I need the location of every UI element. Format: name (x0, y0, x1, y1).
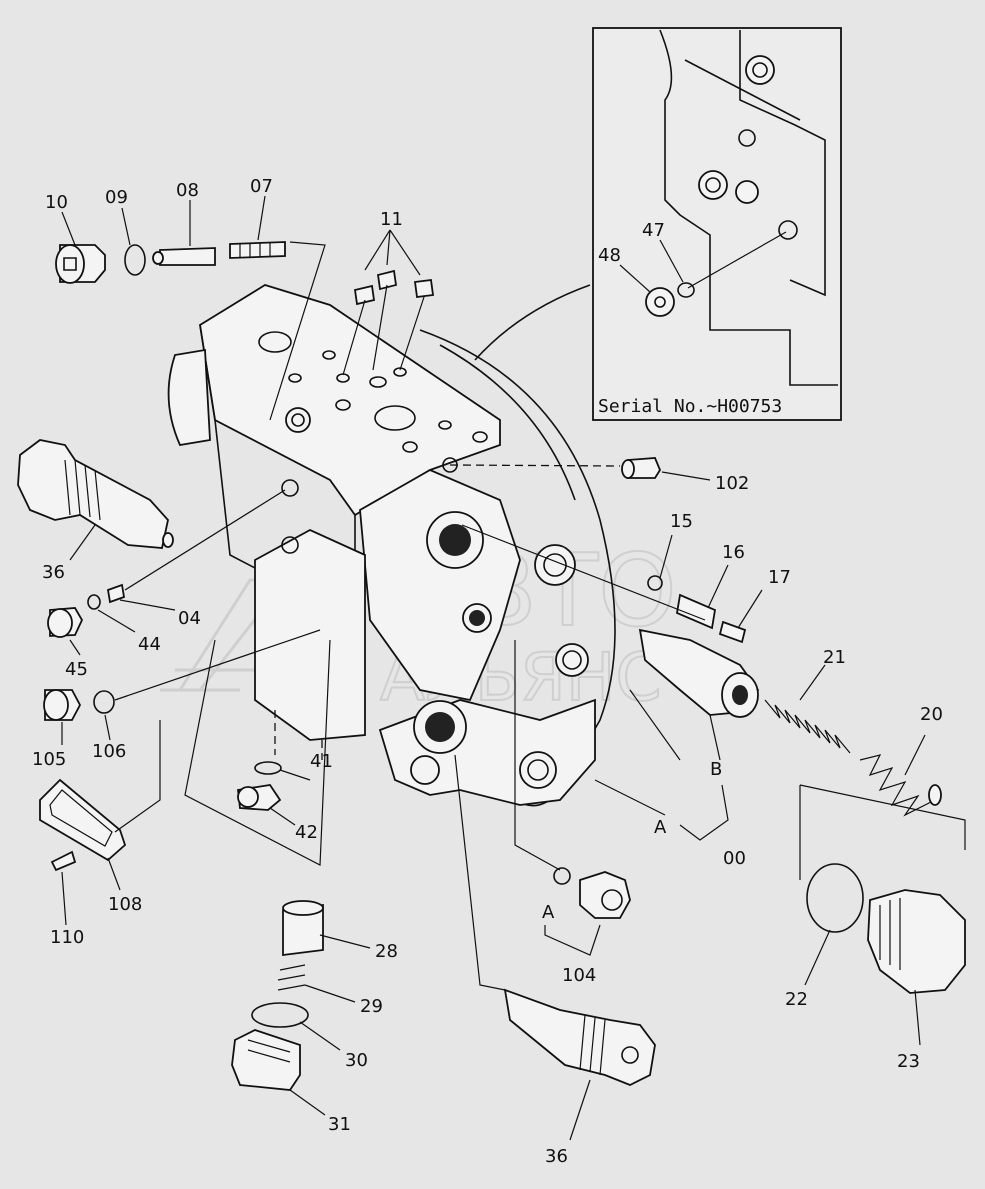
label-108: 108 (108, 894, 142, 915)
label-15: 15 (670, 511, 693, 532)
label-36-bottom: 36 (545, 1146, 568, 1167)
part-group-left (17, 439, 321, 745)
label-17: 17 (768, 567, 791, 588)
label-36-top: 36 (42, 562, 65, 583)
part-labels: 10 09 08 07 11 47 48 102 15 16 17 36 04 … (32, 176, 943, 1167)
part-group-21-20 (764, 664, 942, 817)
part-group-108-110 (39, 720, 161, 926)
part-102 (449, 457, 711, 481)
label-44: 44 (138, 634, 161, 655)
label-22: 22 (785, 989, 808, 1010)
label-11: 11 (380, 209, 403, 230)
label-28: 28 (375, 941, 398, 962)
serial-number: Serial No.~H00753 (598, 396, 782, 417)
label-B: B (710, 759, 722, 780)
label-21: 21 (823, 647, 846, 668)
part-group-22-23 (799, 784, 966, 1046)
valve-body (167, 284, 616, 807)
part-group-104 (514, 640, 631, 956)
part-group-28-31 (184, 639, 371, 1116)
part-group-11 (342, 229, 435, 376)
label-47: 47 (642, 220, 665, 241)
label-08: 08 (176, 180, 199, 201)
label-110: 110 (50, 927, 84, 948)
label-A-mid: A (654, 817, 667, 838)
part-B-spool (638, 628, 760, 761)
label-07: 07 (250, 176, 273, 197)
label-23: 23 (897, 1051, 920, 1072)
label-30: 30 (345, 1050, 368, 1071)
label-104: 104 (562, 965, 596, 986)
label-42: 42 (295, 822, 318, 843)
label-31: 31 (328, 1114, 351, 1135)
label-10: 10 (45, 192, 68, 213)
part-group-00 (594, 689, 729, 841)
label-09: 09 (105, 187, 128, 208)
label-41: 41 (310, 751, 333, 772)
label-04: 04 (178, 608, 201, 629)
label-105: 105 (32, 749, 66, 770)
label-106: 106 (92, 741, 126, 762)
label-20: 20 (920, 704, 943, 725)
serial-inset: Serial No.~H00753 (592, 27, 842, 421)
label-29: 29 (360, 996, 383, 1017)
part-group-top-left (55, 241, 326, 421)
label-A-low: A (542, 902, 555, 923)
part-group-15-17 (461, 524, 763, 644)
label-48: 48 (598, 245, 621, 266)
part-36-bottom (454, 754, 656, 1141)
part-group-41-42 (237, 710, 323, 826)
label-102: 102 (715, 473, 749, 494)
label-00: 00 (723, 848, 746, 869)
label-45: 45 (65, 659, 88, 680)
label-16: 16 (722, 542, 745, 563)
